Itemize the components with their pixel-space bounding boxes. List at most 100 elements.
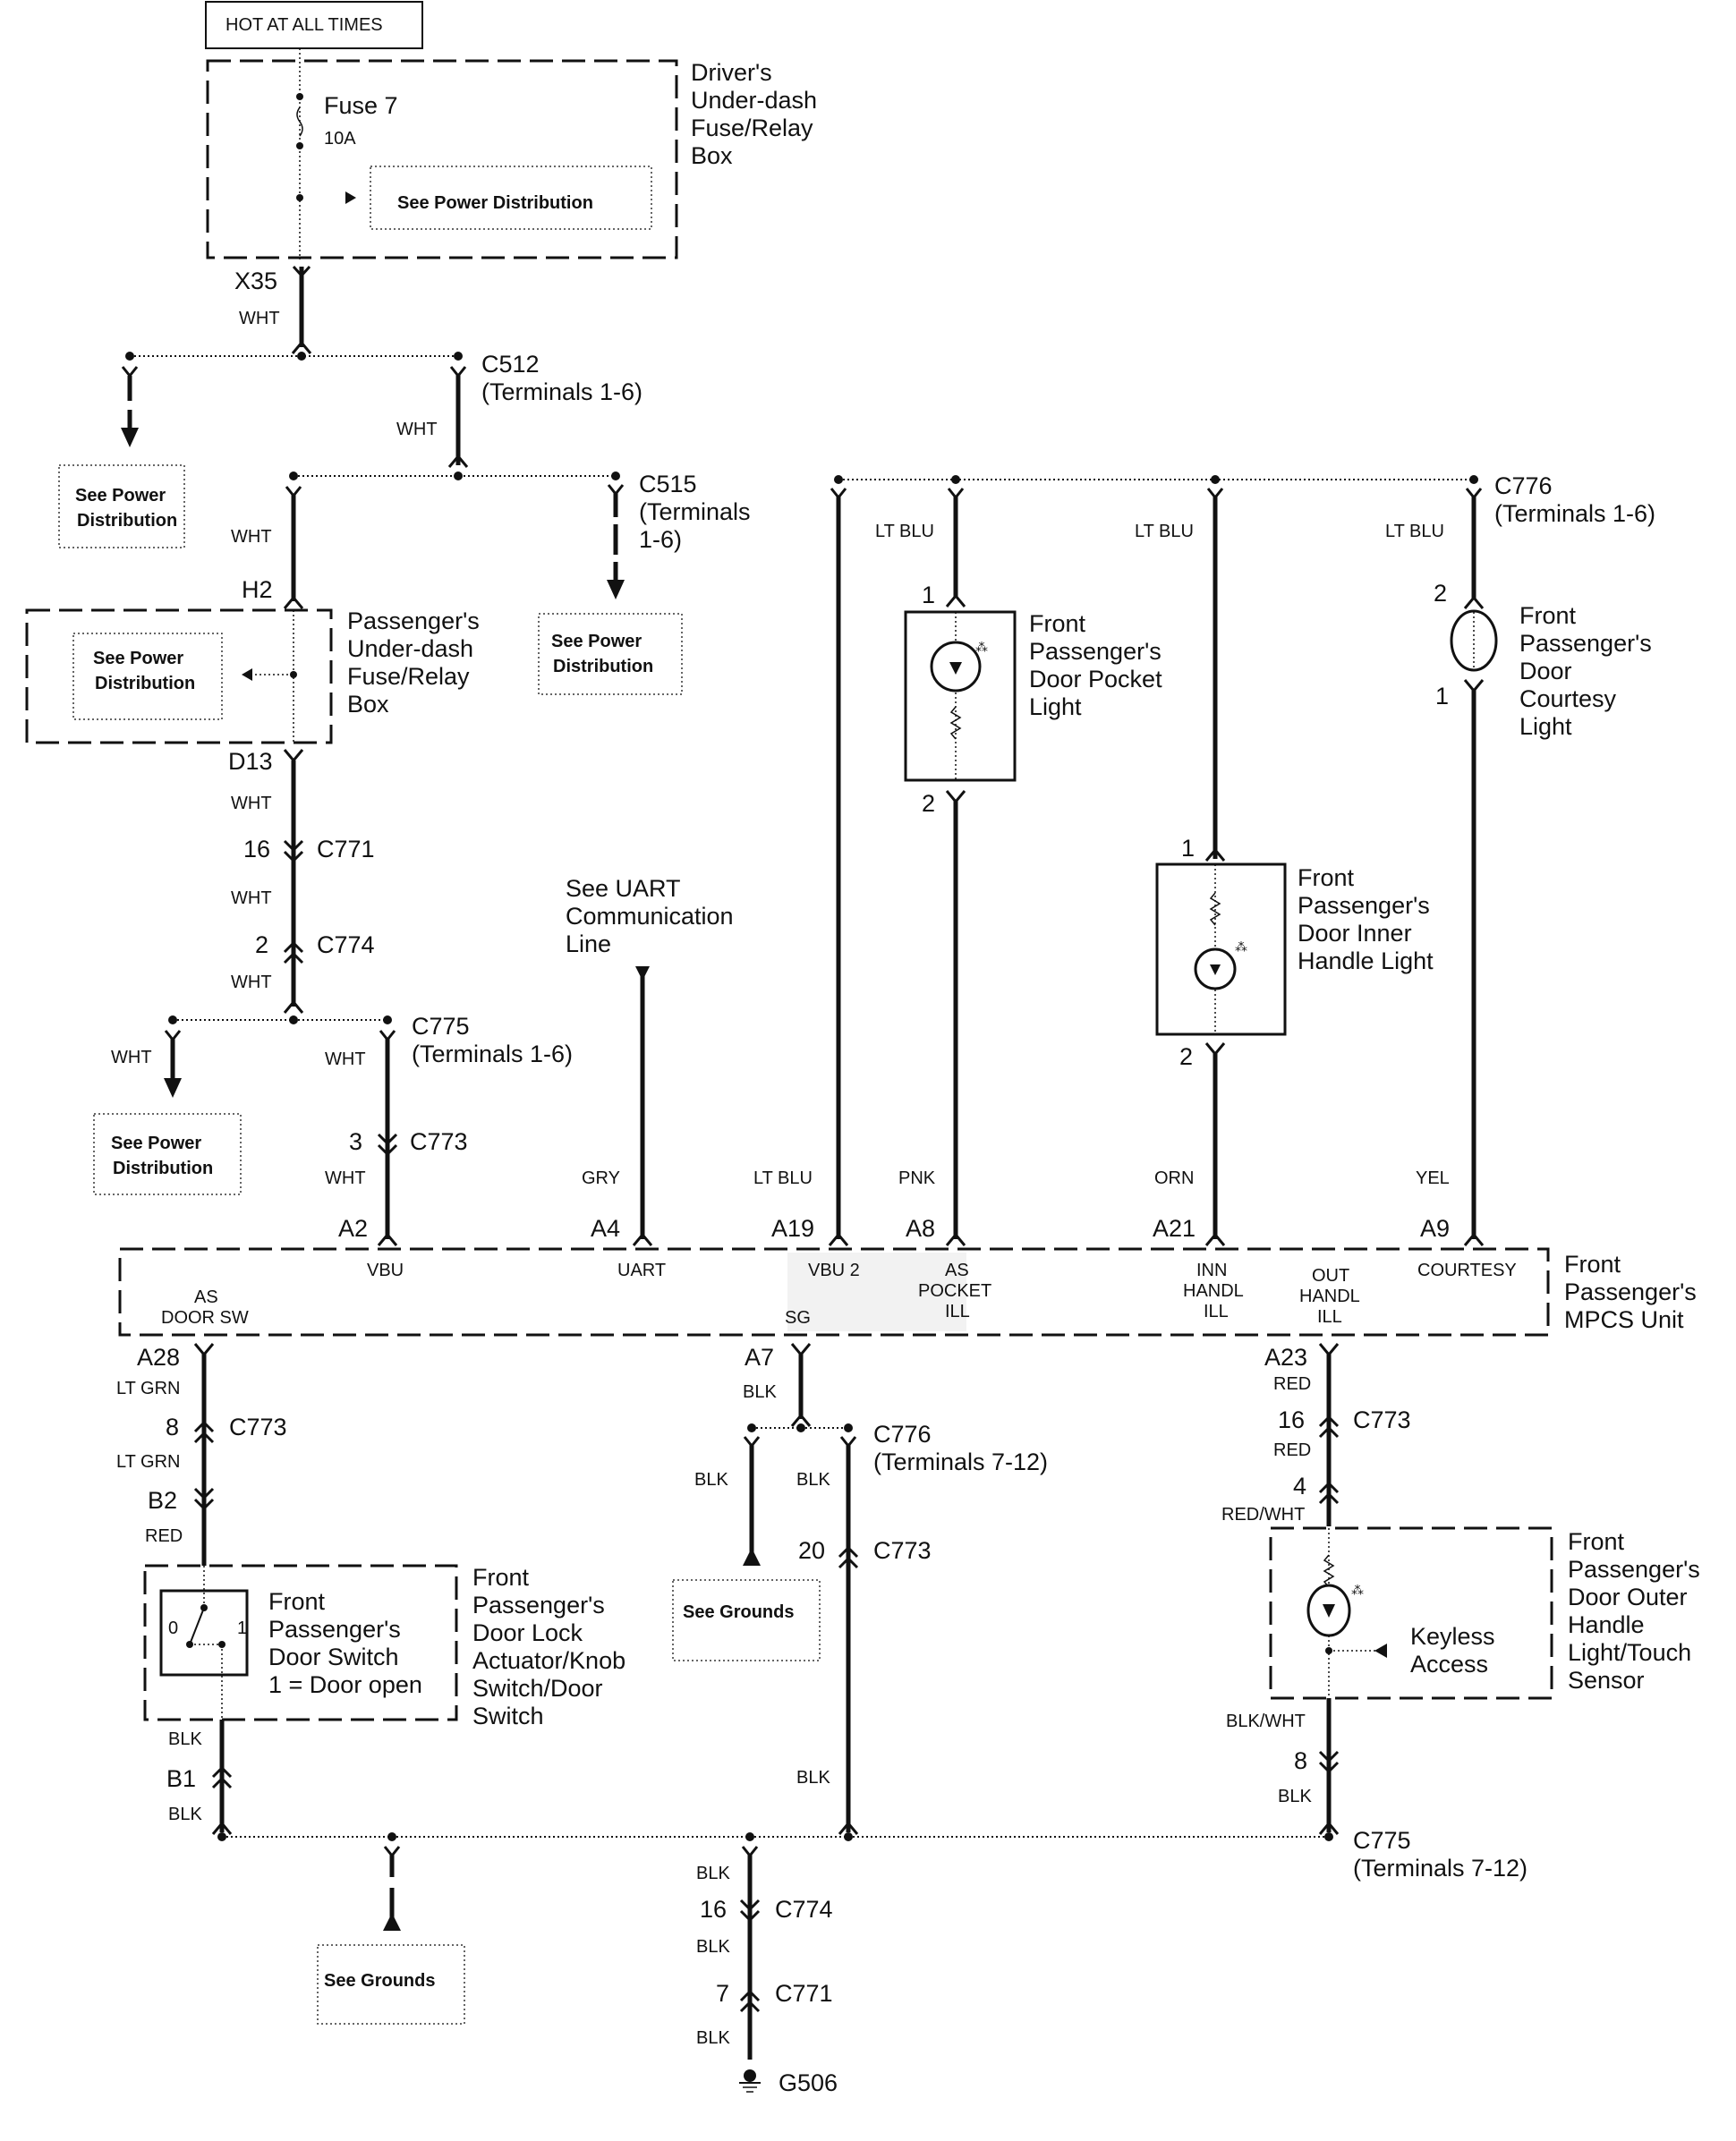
- ref-link-text[interactable]: Distribution: [95, 674, 195, 693]
- func-as-pocket-ill: AS: [945, 1261, 969, 1280]
- wire-color-label: GRY: [582, 1168, 620, 1188]
- see-uart-communication-ref[interactable]: See UART Communication Line: [566, 875, 734, 957]
- switch-blade-icon: [189, 1607, 205, 1645]
- splice-node: [297, 352, 306, 361]
- wire-color-label: WHT: [231, 794, 272, 813]
- see-grounds-ref[interactable]: [317, 1944, 465, 2025]
- pin-label: 4: [1293, 1473, 1306, 1500]
- func-vbu2: VBU 2: [808, 1261, 860, 1280]
- arrow-down-icon: [607, 580, 625, 599]
- connector-icon: [193, 1420, 215, 1444]
- wire-color-label: WHT: [231, 973, 272, 992]
- connector-icon: [193, 1487, 215, 1511]
- mpcs-unit-outline: [118, 1247, 1550, 1337]
- svg-text:Courtesy: Courtesy: [1519, 685, 1617, 712]
- wire-color-label: YEL: [1416, 1168, 1450, 1188]
- connector-icon: [283, 839, 304, 863]
- see-grounds-link[interactable]: See Grounds: [324, 1971, 435, 1991]
- connector-c771-label: C771: [317, 836, 375, 862]
- splice-node: [844, 1423, 853, 1432]
- ground-icon: [739, 2069, 761, 2093]
- svg-text:Passenger's: Passenger's: [1298, 892, 1430, 919]
- svg-text:Handle Light: Handle Light: [1298, 947, 1434, 974]
- svg-text:ILL: ILL: [1317, 1307, 1342, 1327]
- connector-c773-label: C773: [410, 1128, 468, 1155]
- pin-label: H2: [242, 576, 273, 603]
- connector-icon: [632, 1232, 653, 1246]
- svg-text:Access: Access: [1410, 1651, 1488, 1678]
- ref-link-text[interactable]: See Power: [111, 1134, 201, 1153]
- see-grounds-link[interactable]: See Grounds: [683, 1602, 794, 1622]
- ref-link-text[interactable]: See Power: [75, 486, 166, 506]
- connector-icon: [283, 595, 304, 609]
- light-rays-icon: ⁂: [975, 640, 988, 654]
- splice-node: [125, 352, 134, 361]
- connector-icon: [291, 340, 312, 354]
- connector-icon: [739, 1899, 761, 1923]
- splice-node: [834, 475, 843, 484]
- pin-label: A23: [1264, 1344, 1307, 1371]
- pocket-light-box: [904, 610, 1017, 782]
- ref-link-text[interactable]: Distribution: [113, 1159, 213, 1178]
- pin-label: 1: [1181, 835, 1195, 862]
- wire-color-label: WHT: [325, 1168, 366, 1188]
- pin-label: 3: [349, 1128, 362, 1155]
- see-power-distribution-ref[interactable]: [72, 633, 223, 720]
- pin-label: 8: [1294, 1747, 1307, 1774]
- splice-node: [387, 1832, 396, 1841]
- splice-node: [796, 1423, 805, 1432]
- svg-text:Light: Light: [1519, 713, 1572, 740]
- svg-text:Box: Box: [691, 142, 733, 169]
- see-power-distribution-ref[interactable]: [58, 464, 185, 548]
- pin-label: 8: [166, 1414, 179, 1440]
- drivers-fuse-box-outline: [206, 59, 678, 259]
- see-power-distribution-link[interactable]: See Power Distribution: [397, 193, 593, 213]
- splice-node: [290, 671, 297, 678]
- pin-label: 1: [922, 582, 935, 608]
- drivers-fuse-box-label: Driver's Under-dash Fuse/Relay Box: [691, 59, 817, 169]
- outer-handle-outline: [1269, 1526, 1553, 1700]
- func-out-handl-ill: OUT: [1312, 1266, 1349, 1286]
- inner-handle-light-box: [1155, 862, 1287, 1036]
- connector-c773-label: C773: [873, 1537, 932, 1564]
- svg-text:Front: Front: [472, 1564, 530, 1591]
- wire-color-label: RED: [1273, 1440, 1311, 1460]
- see-power-distribution-ref[interactable]: [370, 166, 652, 230]
- hot-at-all-times-box: [205, 1, 423, 49]
- wire-color-label: WHT: [111, 1048, 152, 1067]
- fuse-rating: 10A: [324, 129, 356, 149]
- func-inn-handl-ill: INN: [1196, 1261, 1227, 1280]
- wire-color-label: BLK: [168, 1805, 202, 1824]
- ref-link-text[interactable]: See Power: [93, 649, 183, 668]
- mpcs-function-labels: VBU UART VBU 2 AS POCKET ILL INN HANDL I…: [161, 1261, 1517, 1328]
- connector-icon: [377, 1133, 398, 1157]
- see-power-distribution-ref[interactable]: [93, 1113, 242, 1195]
- pin-label: 16: [700, 1896, 727, 1923]
- ref-link-text[interactable]: Distribution: [553, 657, 653, 676]
- ref-link-text[interactable]: Distribution: [77, 511, 177, 531]
- svg-text:ILL: ILL: [945, 1302, 970, 1321]
- connector-terminals-label: (Terminals 1-6): [639, 498, 751, 553]
- connector-c774-label: C774: [775, 1896, 833, 1923]
- connector-icon: [1463, 1232, 1485, 1246]
- pin-label: 2: [1434, 580, 1447, 607]
- wire-color-label: BLK: [796, 1768, 830, 1788]
- fuse-node: [296, 93, 303, 100]
- passengers-fuse-box-outline: [25, 608, 333, 744]
- wire-color-label: ORN: [1154, 1168, 1194, 1188]
- pin-label: 2: [922, 790, 935, 817]
- wire-color-label: LT GRN: [116, 1379, 181, 1398]
- door-switch-box: [159, 1589, 249, 1677]
- wire-color-label: WHT: [239, 309, 280, 328]
- pin-label: A7: [745, 1344, 774, 1371]
- see-power-distribution-ref[interactable]: [538, 613, 683, 695]
- pocket-light-label: Front Passenger's Door Pocket Light: [1029, 610, 1162, 720]
- mpcs-unit-label: Front Passenger's MPCS Unit: [1564, 1251, 1697, 1333]
- ref-link-text[interactable]: See Power: [551, 632, 642, 651]
- splice-node: [745, 1832, 754, 1841]
- wire-color-label: WHT: [396, 420, 438, 439]
- svg-text:Under-dash: Under-dash: [691, 87, 817, 114]
- svg-text:Keyless: Keyless: [1410, 1623, 1495, 1650]
- connector-icon: [1204, 1232, 1226, 1246]
- see-grounds-ref[interactable]: [672, 1579, 821, 1661]
